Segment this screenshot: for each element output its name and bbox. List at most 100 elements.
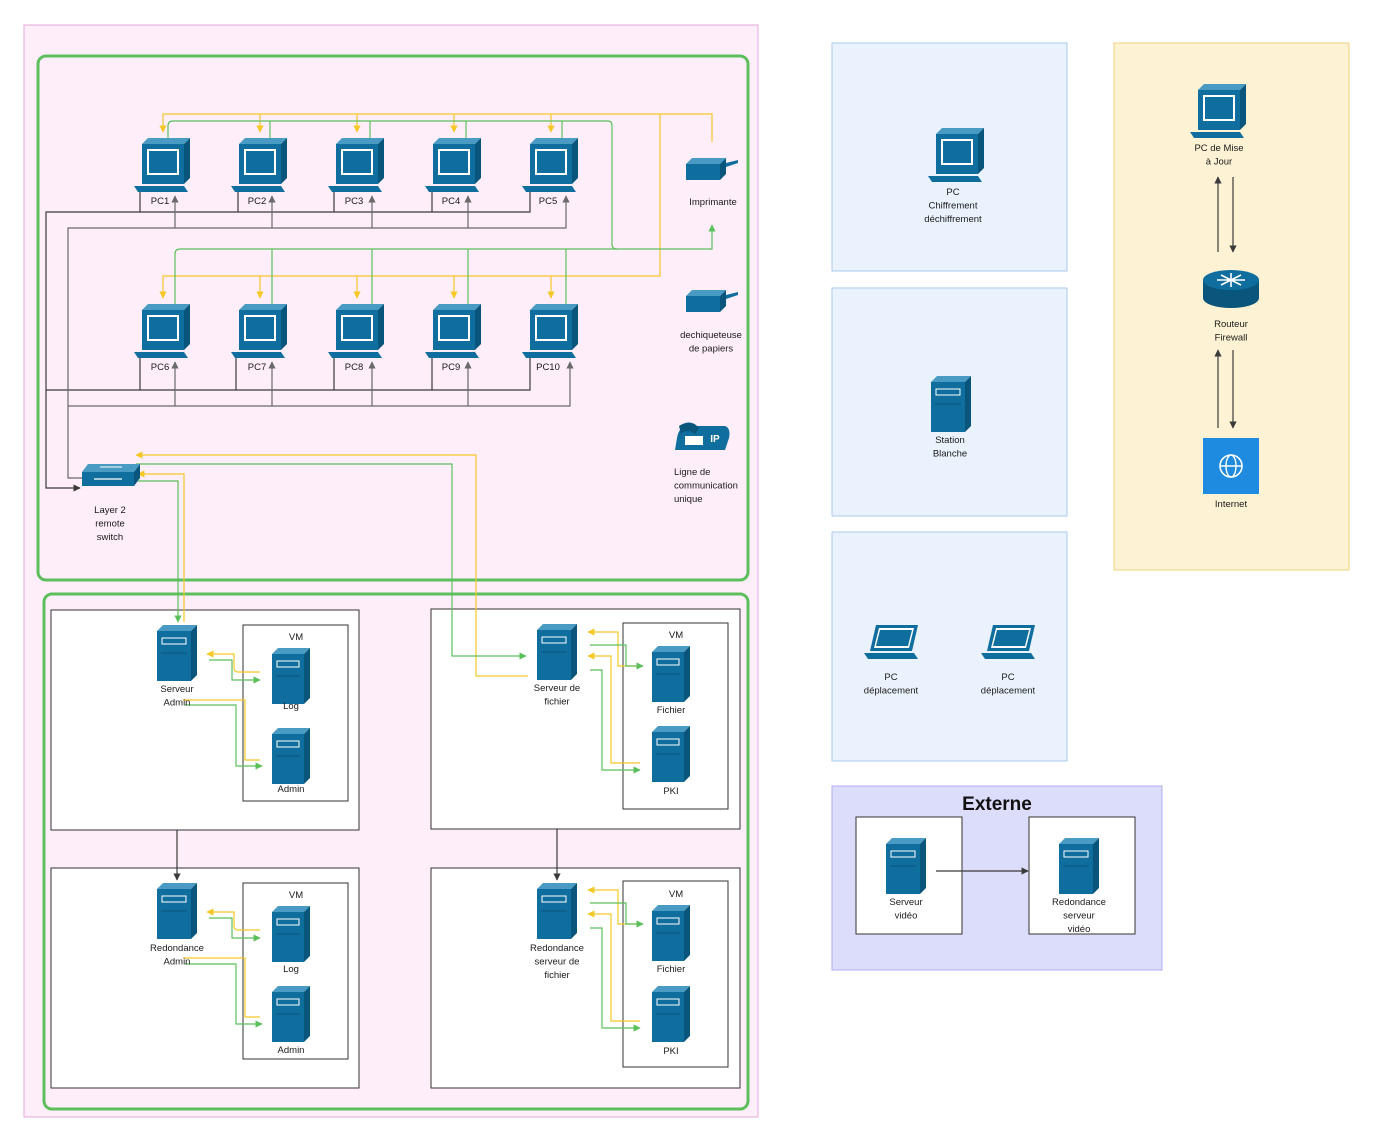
- video-server-icon[interactable]: [886, 838, 926, 894]
- switch-icon[interactable]: [82, 464, 140, 486]
- vm-title-2: VM: [289, 890, 303, 901]
- pc-pc6[interactable]: [134, 304, 190, 358]
- pc-link-green-row2: [174, 248, 617, 306]
- shredder-icon[interactable]: [686, 290, 738, 312]
- vm-0-0-icon[interactable]: [272, 648, 310, 704]
- pc-label-pc9: PC9: [442, 362, 460, 373]
- ip-phone-label-line: Ligne de: [674, 467, 710, 478]
- switch-label-line: Layer 2: [94, 505, 126, 516]
- vm-2-1-label: Admin: [278, 1045, 305, 1056]
- internet-label-line: Internet: [1215, 499, 1248, 510]
- deplacement-2-label-line: déplacement: [981, 686, 1036, 697]
- chiffrement-label-line: déchiffrement: [924, 214, 982, 225]
- vm-3-1-label: PKI: [663, 1046, 678, 1057]
- server-2-icon[interactable]: [157, 883, 197, 939]
- server-3-icon[interactable]: [537, 883, 577, 939]
- vm-3-1-icon[interactable]: [652, 986, 690, 1042]
- video-backup-label-line: serveur: [1063, 911, 1095, 922]
- printer-label: Imprimante: [689, 197, 737, 208]
- globe-icon[interactable]: [1203, 438, 1259, 494]
- router-icon[interactable]: [1203, 270, 1259, 308]
- ip-phone-label: Ligne de communication unique: [674, 467, 738, 505]
- pc-label-pc9-line: PC9: [442, 362, 460, 373]
- pc-label-pc7: PC7: [248, 362, 266, 373]
- station-label-line: Blanche: [933, 449, 967, 460]
- pc-pc8[interactable]: [328, 304, 384, 358]
- vm-1-1-label: PKI: [663, 786, 678, 797]
- ip-phone-label-line: unique: [674, 494, 703, 505]
- vm-1-1-icon[interactable]: [652, 726, 690, 782]
- server-1-icon[interactable]: [537, 624, 577, 680]
- switch-label-line: switch: [97, 532, 123, 543]
- vm-0-1-label-line: Admin: [278, 784, 305, 795]
- pc-pc3[interactable]: [328, 138, 384, 192]
- vm-0-1-label: Admin: [278, 784, 305, 795]
- deplacement-1-label-line: déplacement: [864, 686, 919, 697]
- pc-pc4[interactable]: [425, 138, 481, 192]
- vm-2-0-label: Log: [283, 964, 299, 975]
- printer-link-row2: [159, 114, 661, 299]
- switch-link-pcs-row1: [67, 195, 179, 479]
- pc-pc10[interactable]: [522, 304, 578, 358]
- pc-label-pc7-line: PC7: [248, 362, 266, 373]
- chiffrement-pc-icon[interactable]: [928, 128, 984, 182]
- video-backup-icon[interactable]: [1059, 838, 1099, 894]
- vm-title-0-line: VM: [289, 632, 303, 643]
- vm-title-1: VM: [669, 630, 683, 641]
- pc-pc5[interactable]: [522, 138, 578, 192]
- vm-1-0-label-line: Fichier: [657, 705, 686, 716]
- vm-2-0-icon[interactable]: [272, 906, 310, 962]
- vm-title-1-line: VM: [669, 630, 683, 641]
- pc-pc7[interactable]: [231, 304, 287, 358]
- pc-label-pc4-line: PC4: [442, 196, 460, 207]
- server-1-label-line: fichier: [544, 697, 569, 708]
- server-1-label-line: Serveur de: [534, 683, 580, 694]
- externe-title: Externe: [962, 794, 1032, 815]
- switch-to-admin-green: [138, 480, 182, 623]
- vm-3-0-label-line: Fichier: [657, 964, 686, 975]
- ip-phone-label-line: communication: [674, 481, 738, 492]
- vm-2-1-label-line: Admin: [278, 1045, 305, 1056]
- pc-label-pc6: PC6: [151, 362, 169, 373]
- pc-label-pc1-line: PC1: [151, 196, 169, 207]
- update-pc-icon[interactable]: [1190, 84, 1246, 138]
- pc-label-pc2: PC2: [248, 196, 266, 207]
- laptop-2-icon[interactable]: [981, 625, 1035, 659]
- printer-icon[interactable]: [686, 158, 738, 180]
- vm-3-1-label-line: PKI: [663, 1046, 678, 1057]
- vm-0-1-icon[interactable]: [272, 728, 310, 784]
- station-blanche-icon[interactable]: [931, 376, 971, 432]
- vm-1-0-icon[interactable]: [652, 646, 690, 702]
- server-0-icon[interactable]: [157, 625, 197, 681]
- workstation-zone: [36, 54, 750, 582]
- ip-phone-icon[interactable]: IP: [675, 422, 730, 450]
- server-2-label-line: Admin: [164, 957, 191, 968]
- printer-link-row1: [159, 113, 713, 142]
- pc-pc9[interactable]: [425, 304, 481, 358]
- update-pc-label-line: PC de Mise: [1194, 143, 1243, 154]
- router-label-line: Firewall: [1215, 333, 1248, 344]
- printer-label-line: Imprimante: [689, 197, 737, 208]
- video-backup-label-line: vidéo: [1068, 924, 1091, 935]
- video-server-label-line: Serveur: [889, 897, 922, 908]
- vm-3-0-icon[interactable]: [652, 905, 690, 961]
- pc-pc1[interactable]: [134, 138, 190, 192]
- server-0-label-line: Serveur: [160, 684, 193, 695]
- laptop-1-icon[interactable]: [864, 625, 918, 659]
- deplacement-2-label-line: PC: [1001, 672, 1014, 683]
- vm-2-1-icon[interactable]: [272, 986, 310, 1042]
- pc-label-pc8-line: PC8: [345, 362, 363, 373]
- server-2-label-line: Redondance: [150, 943, 204, 954]
- vm-1-1-label-line: PKI: [663, 786, 678, 797]
- pc-pc2[interactable]: [231, 138, 287, 192]
- chiffrement-label-line: Chiffrement: [929, 201, 978, 212]
- pc-link-switch-row1: [45, 192, 141, 492]
